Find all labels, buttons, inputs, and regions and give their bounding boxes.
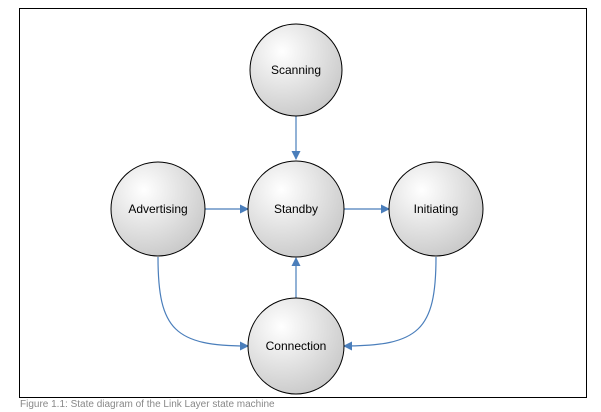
node-standby-label: Standby (274, 202, 318, 216)
node-connection-circle (247, 297, 345, 395)
node-connection-label: Connection (266, 339, 327, 353)
node-scanning-circle (249, 23, 343, 117)
edges (157, 108, 437, 351)
edge-initiating-connection (343, 256, 437, 351)
node-initiating: Initiating (388, 161, 484, 257)
node-advertising: Advertising (110, 161, 206, 257)
node-scanning: Scanning (249, 23, 343, 117)
figure-caption: Figure 1.1: State diagram of the Link La… (20, 399, 275, 410)
node-standby: Standby (247, 160, 345, 258)
node-connection: Connection (247, 297, 345, 395)
node-initiating-label: Initiating (414, 202, 459, 216)
node-advertising-circle (110, 161, 206, 257)
edge-advertising-connection (157, 256, 249, 351)
node-advertising-label: Advertising (128, 202, 187, 216)
node-initiating-circle (388, 161, 484, 257)
node-scanning-label: Scanning (271, 63, 321, 77)
node-standby-circle (247, 160, 345, 258)
